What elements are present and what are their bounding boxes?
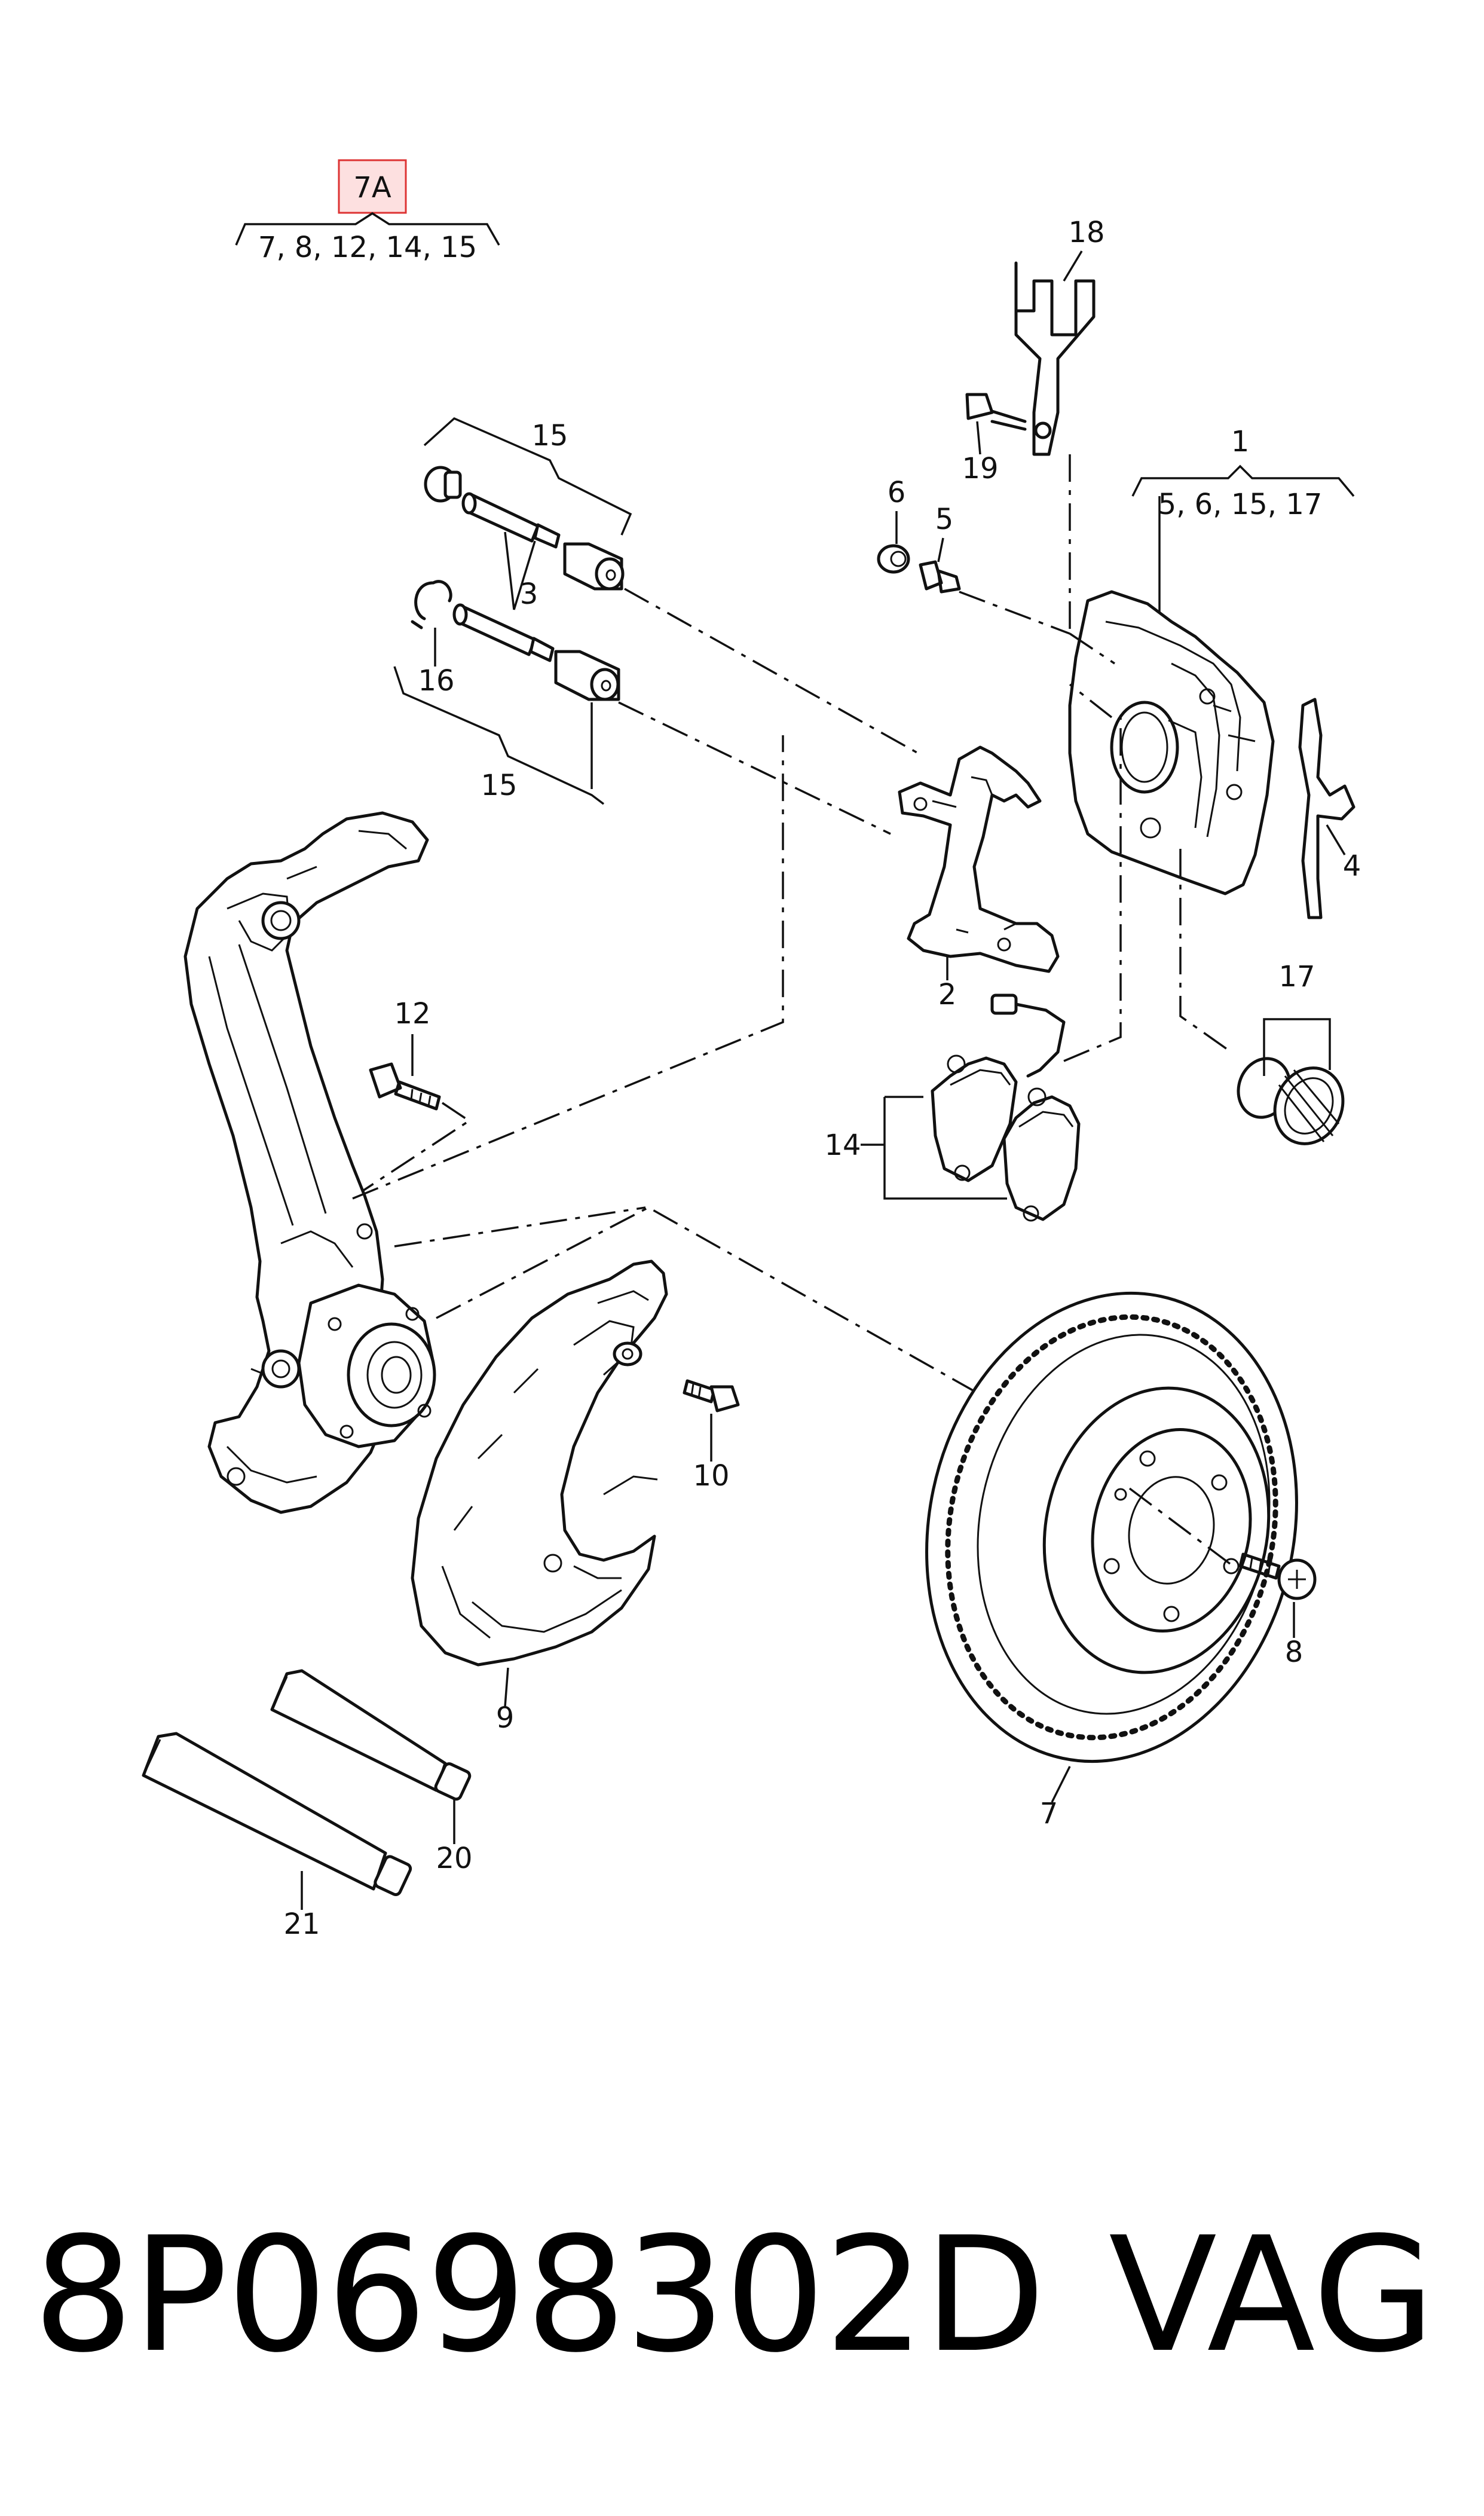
callout-7a-list: 7, 8, 12, 14, 15 bbox=[258, 231, 477, 264]
label-1-list: 5, 6, 15, 17 bbox=[1158, 488, 1323, 521]
part-14-wear-sensor bbox=[990, 993, 1066, 1078]
label-19: 19 bbox=[962, 452, 998, 485]
callout-7a-highlight bbox=[338, 159, 407, 214]
label-4: 4 bbox=[1343, 849, 1361, 883]
label-17: 17 bbox=[1278, 960, 1315, 993]
part-6-cap bbox=[877, 544, 910, 574]
label-1: 1 bbox=[1231, 425, 1250, 458]
part-4-spring-clip bbox=[1298, 698, 1356, 919]
callout-group-7a: 7A 7, 8, 12, 14, 15 bbox=[235, 159, 500, 264]
label-8: 8 bbox=[1285, 1635, 1304, 1669]
part-15-bushing-top bbox=[563, 542, 625, 591]
label-7: 7 bbox=[1040, 1797, 1058, 1830]
part-10-bolt bbox=[683, 1379, 740, 1413]
label-6: 6 bbox=[888, 476, 906, 509]
part-2-caliper-carrier bbox=[898, 745, 1060, 973]
footer: 8P0698302D VAG bbox=[0, 2206, 1484, 2385]
part-18-bracket bbox=[1014, 261, 1096, 456]
label-10: 10 bbox=[693, 1459, 729, 1493]
brand-name: VAG bbox=[1109, 2203, 1436, 2387]
label-2: 2 bbox=[938, 978, 957, 1011]
label-5: 5 bbox=[935, 503, 954, 536]
part-7-brake-disc bbox=[925, 1291, 1298, 1763]
part-5-bleed-screw bbox=[919, 560, 961, 594]
part-16-clip bbox=[411, 580, 452, 629]
part-number: 8P0698302D bbox=[33, 2203, 1046, 2387]
part-20-grease-tube bbox=[270, 1669, 472, 1801]
part-14-pad-front bbox=[931, 1054, 1018, 1182]
part-17-dust-boot bbox=[1273, 1066, 1345, 1145]
label-12: 12 bbox=[394, 997, 430, 1031]
part-14-pad-rear bbox=[1002, 1087, 1081, 1222]
label-18: 18 bbox=[1068, 216, 1104, 249]
label-15-top: 15 bbox=[531, 419, 568, 453]
label-21: 21 bbox=[283, 1907, 320, 1941]
part-3-guide-pin-bottom bbox=[452, 603, 555, 662]
part-21-grease-tube bbox=[142, 1732, 412, 1896]
part-15-bushing-bottom bbox=[554, 650, 620, 701]
label-15-bottom: 15 bbox=[481, 769, 517, 802]
label-14: 14 bbox=[824, 1129, 861, 1162]
label-16: 16 bbox=[418, 664, 454, 698]
part-9-dust-shield bbox=[411, 1259, 668, 1667]
part-8-screw bbox=[1238, 1552, 1317, 1600]
part-19-bolt bbox=[965, 393, 1027, 431]
brake-assembly-diagram: 7A 7, 8, 12, 14, 15 18 19 1 5, 6, 15, 17… bbox=[142, 159, 1361, 1941]
part-12-bolt bbox=[369, 1062, 441, 1111]
wheel-hub bbox=[297, 1283, 436, 1448]
callout-7a-code: 7A bbox=[353, 171, 391, 204]
label-20: 20 bbox=[436, 1842, 472, 1875]
part-1-caliper bbox=[1068, 590, 1275, 895]
label-9: 9 bbox=[496, 1701, 515, 1735]
part-3-guide-pin-top bbox=[461, 492, 561, 549]
part-15-cap-top bbox=[424, 466, 462, 503]
